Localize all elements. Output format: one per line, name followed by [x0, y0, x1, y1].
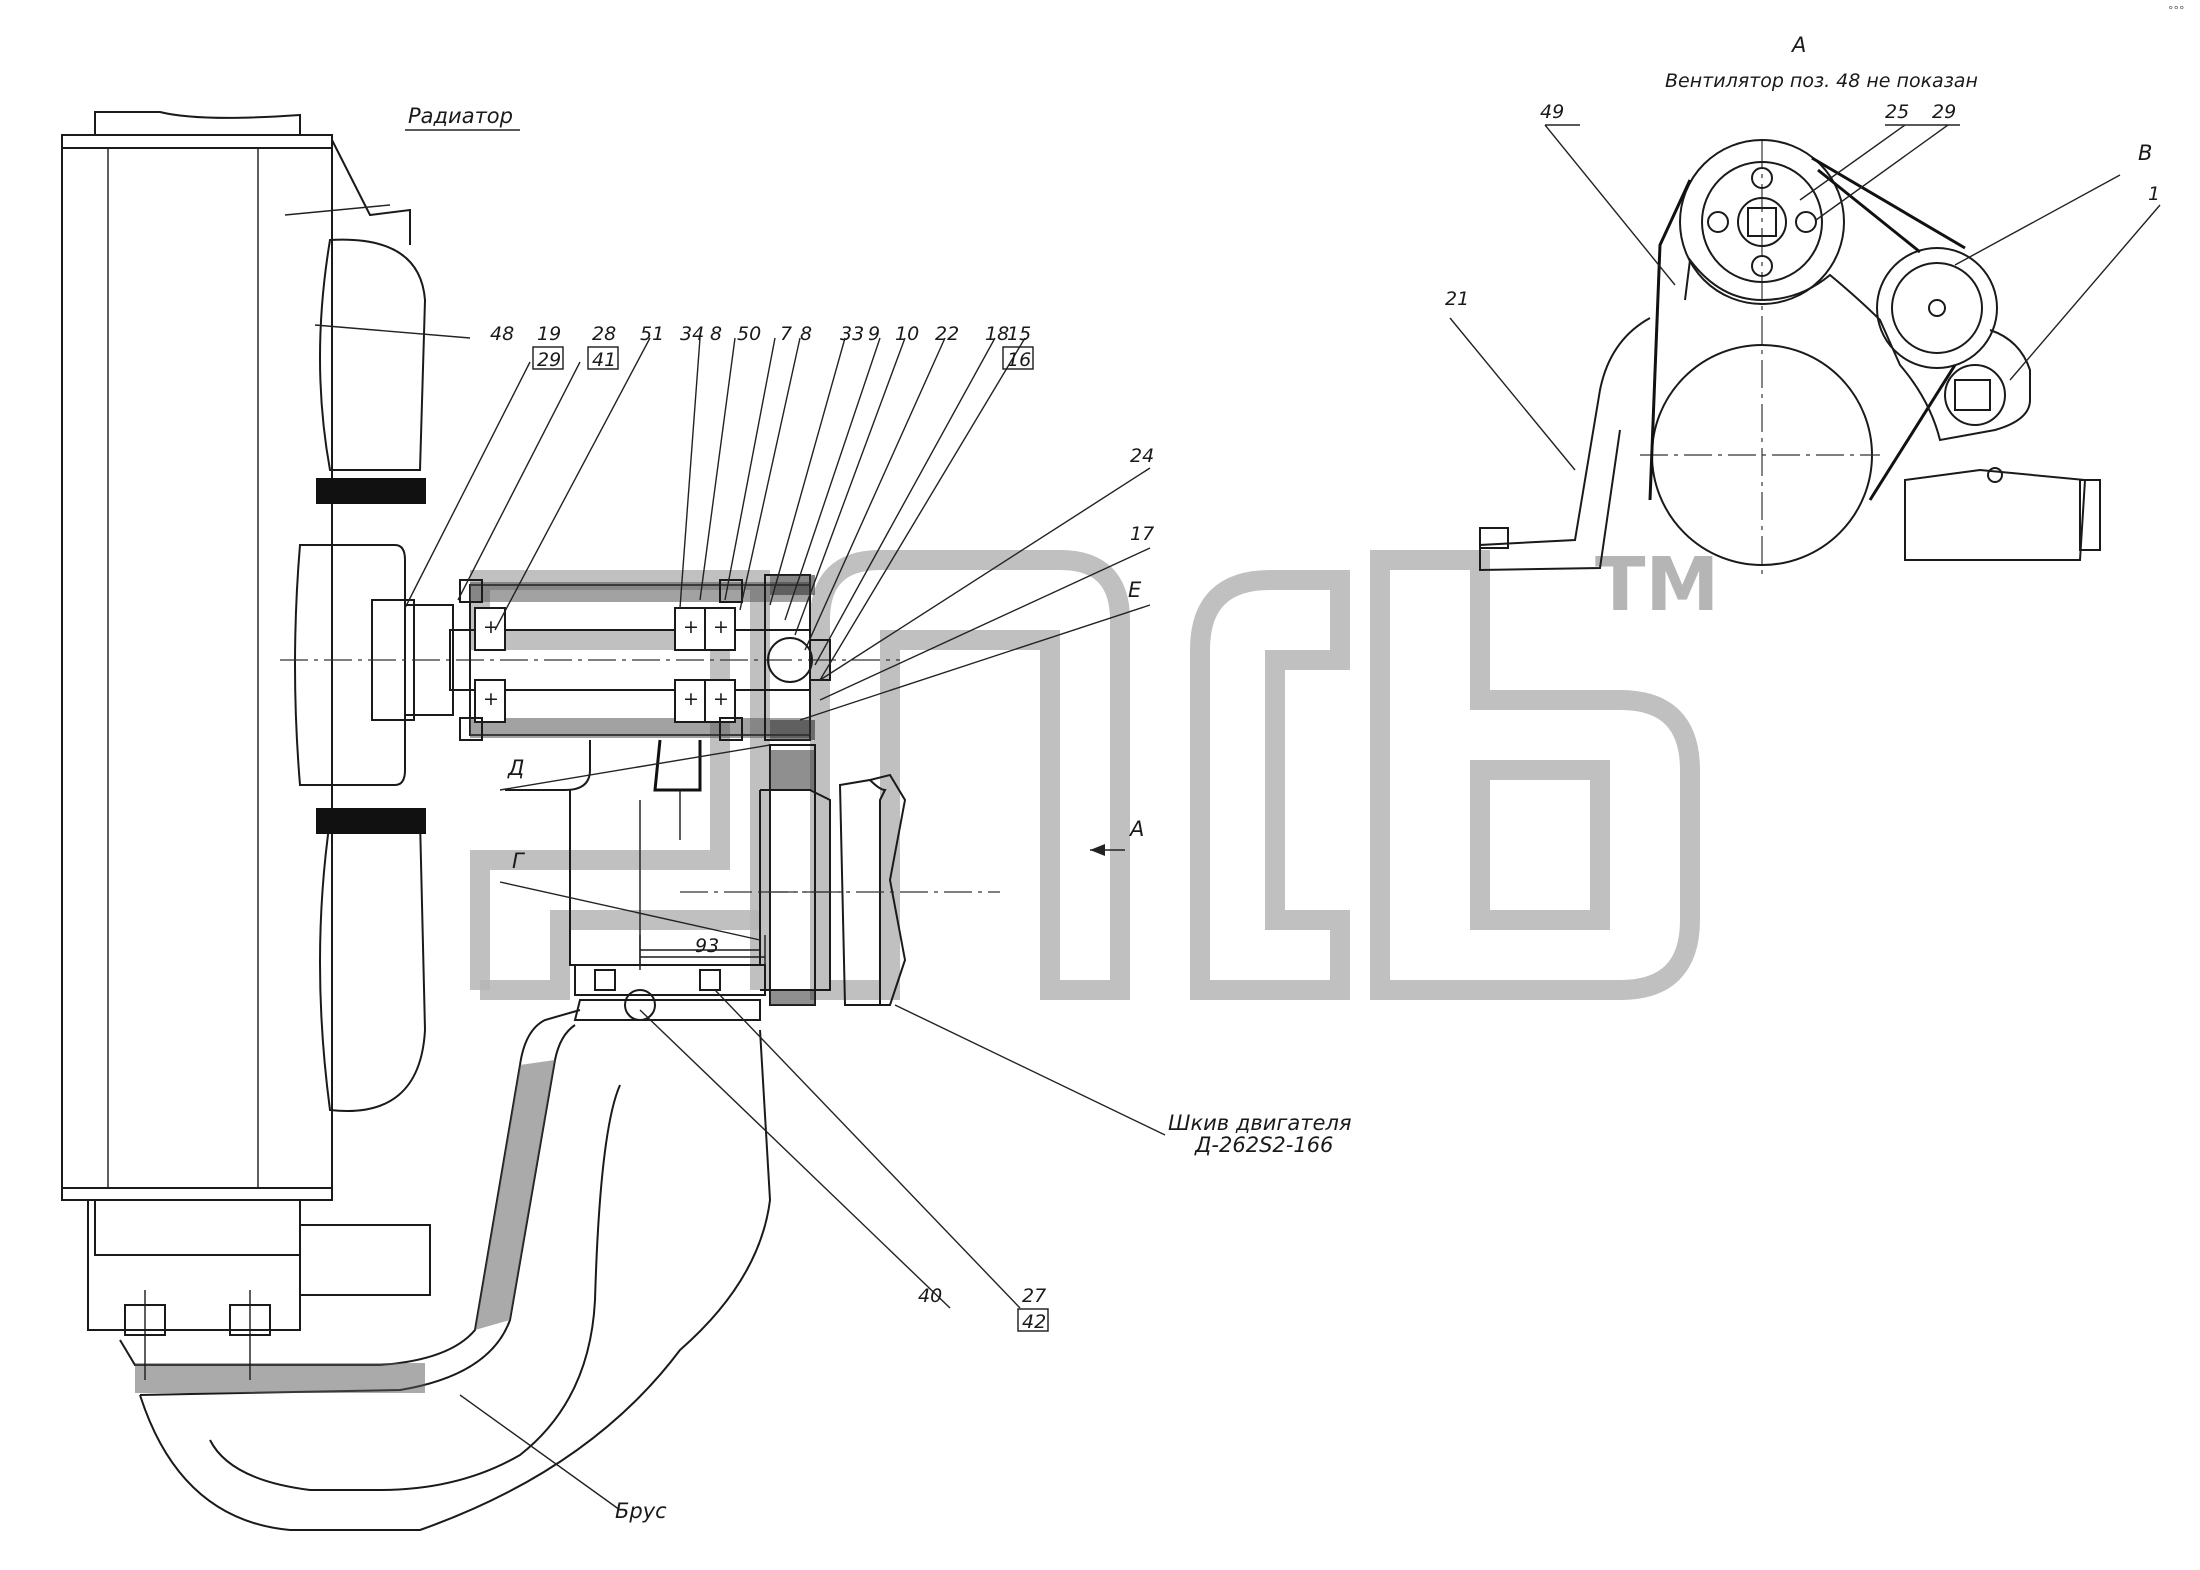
- callout-48: 48: [490, 323, 514, 345]
- view-callout-49: 49: [1540, 101, 1564, 123]
- callout-19: 19: [537, 323, 561, 345]
- callout-8a: 8: [710, 323, 722, 345]
- leader-lines: [284, 204, 1166, 1511]
- callout-24: 24: [1130, 445, 1154, 467]
- view-callout-V: В: [2138, 141, 2152, 165]
- view-a-letter: А: [1790, 33, 1806, 57]
- callout-E: Е: [1128, 578, 1142, 602]
- callout-29: 29: [537, 349, 561, 371]
- callout-22: 22: [935, 323, 959, 345]
- watermark-tm: TM: [1595, 542, 1719, 628]
- callout-28: 28: [592, 323, 616, 345]
- view-arrow-label: А: [1128, 817, 1144, 841]
- callout-9: 9: [868, 323, 880, 345]
- svg-text:+: +: [683, 688, 699, 710]
- callout-10: 10: [895, 323, 919, 345]
- view-callout-1: 1: [2148, 183, 2160, 205]
- frame-beam: [119, 964, 772, 1531]
- callout-50: 50: [737, 323, 761, 345]
- view-a-note: Вентилятор поз. 48 не показан: [1665, 70, 1978, 92]
- callout-7: 7: [780, 323, 792, 345]
- fan-blades: [280, 238, 900, 1112]
- callout-G: Г: [512, 849, 526, 873]
- callout-18: 18: [985, 323, 1009, 345]
- svg-text:+: +: [683, 616, 699, 638]
- callout-42: 42: [1022, 1311, 1046, 1333]
- svg-text:+: +: [713, 616, 729, 638]
- callout-34: 34: [680, 323, 704, 345]
- dimension-93: 93: [695, 935, 719, 957]
- radiator-assembly: [61, 111, 431, 1331]
- shaft-housing-section: + + + + + + 93 А: [449, 574, 1144, 1006]
- view-callout-21: 21: [1445, 288, 1469, 310]
- callout-D: Д: [507, 756, 524, 780]
- view-callout-25: 25: [1885, 101, 1909, 123]
- callouts-main: Радиатор 48 19 29 28 41 51 34 8 50 7 8 3…: [405, 104, 1352, 1523]
- callout-41: 41: [592, 349, 616, 371]
- label-radiator: Радиатор: [408, 104, 513, 128]
- callout-15: 15: [1007, 323, 1031, 345]
- callout-51: 51: [640, 323, 664, 345]
- view-callout-29: 29: [1932, 101, 1956, 123]
- view-a: А Вентилятор поз. 48 не показан: [1445, 33, 2161, 580]
- svg-text:+: +: [483, 616, 499, 638]
- label-beam: Брус: [615, 1499, 667, 1523]
- svg-text:+: +: [713, 688, 729, 710]
- callout-17: 17: [1130, 523, 1154, 545]
- svg-text:+: +: [483, 688, 499, 710]
- callout-33: 33: [840, 323, 864, 345]
- label-pulley-line1: Шкив двигателя: [1168, 1111, 1352, 1135]
- callout-40: 40: [918, 1285, 942, 1307]
- label-pulley-line2: Д-262S2-166: [1194, 1133, 1333, 1157]
- callout-16: 16: [1007, 349, 1031, 371]
- callout-8b: 8: [800, 323, 812, 345]
- watermark-logo: TM: [470, 542, 1719, 1000]
- svg-text:°°°: °°°: [2168, 4, 2185, 17]
- callout-27: 27: [1022, 1285, 1046, 1307]
